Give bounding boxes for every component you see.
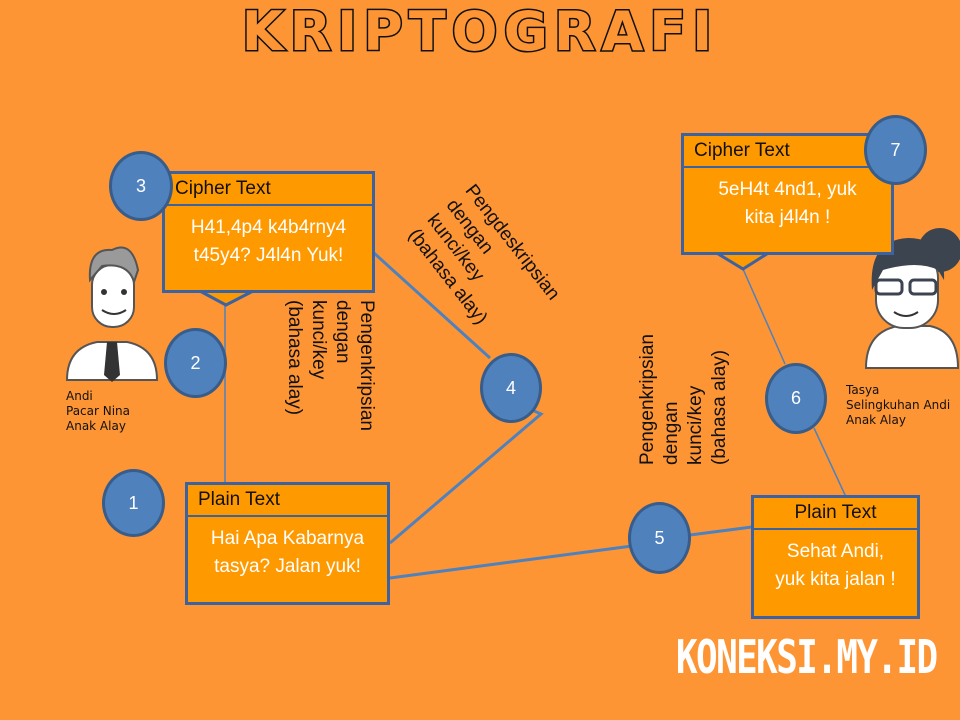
- andi-caption: Andi Pacar Nina Anak Alay: [66, 389, 131, 433]
- woman-avatar-icon: [864, 228, 960, 369]
- plain-text-box-right: Plain Text Sehat Andi, yuk kita jalan !: [751, 495, 920, 619]
- page-title: KRIPTOGRAFI: [240, 0, 719, 65]
- brand-watermark: KONEKSI.MY.ID: [676, 630, 938, 684]
- encrypt-label-left: Pengenkripsian dengan kunci/key (bahasa …: [284, 300, 377, 431]
- step-1-circle: 1: [102, 469, 165, 537]
- box-content: Hai Apa Kabarnya tasya? Jalan yuk!: [210, 528, 365, 577]
- box-header: Plain Text: [754, 498, 917, 530]
- step-3-circle: 3: [109, 151, 173, 221]
- box-content: H41,4p4 k4b4rny4 t45y4? J4l4n Yuk!: [190, 217, 347, 266]
- box-content: 5eH4t 4nd1, yuk kita j4l4n !: [718, 179, 857, 228]
- box-content: Sehat Andi, yuk kita jalan !: [775, 541, 896, 590]
- step-2-circle: 2: [164, 328, 227, 398]
- tasya-avatar: [858, 220, 960, 370]
- box-header: Cipher Text: [165, 174, 372, 206]
- andi-avatar: [62, 240, 162, 385]
- encrypt-label-right: Pengenkripsian dengan kunci/key (bahasa …: [637, 334, 730, 465]
- plain-text-box-left: Plain Text Hai Apa Kabarnya tasya? Jalan…: [185, 482, 390, 605]
- cipher-text-box-left: Cipher Text H41,4p4 k4b4rny4 t45y4? J4l4…: [162, 171, 375, 293]
- box-header: Plain Text: [188, 485, 387, 517]
- step-4-circle: 4: [480, 353, 542, 423]
- step-6-circle: 6: [765, 363, 827, 434]
- cipher-text-box-right: Cipher Text 5eH4t 4nd1, yuk kita j4l4n !: [681, 133, 894, 255]
- man-avatar-icon: [65, 246, 159, 382]
- tasya-caption: Tasya Selingkuhan Andi Anak Alay: [846, 383, 951, 427]
- step-7-circle: 7: [864, 115, 927, 185]
- box-header: Cipher Text: [684, 136, 891, 168]
- step-5-circle: 5: [628, 502, 691, 574]
